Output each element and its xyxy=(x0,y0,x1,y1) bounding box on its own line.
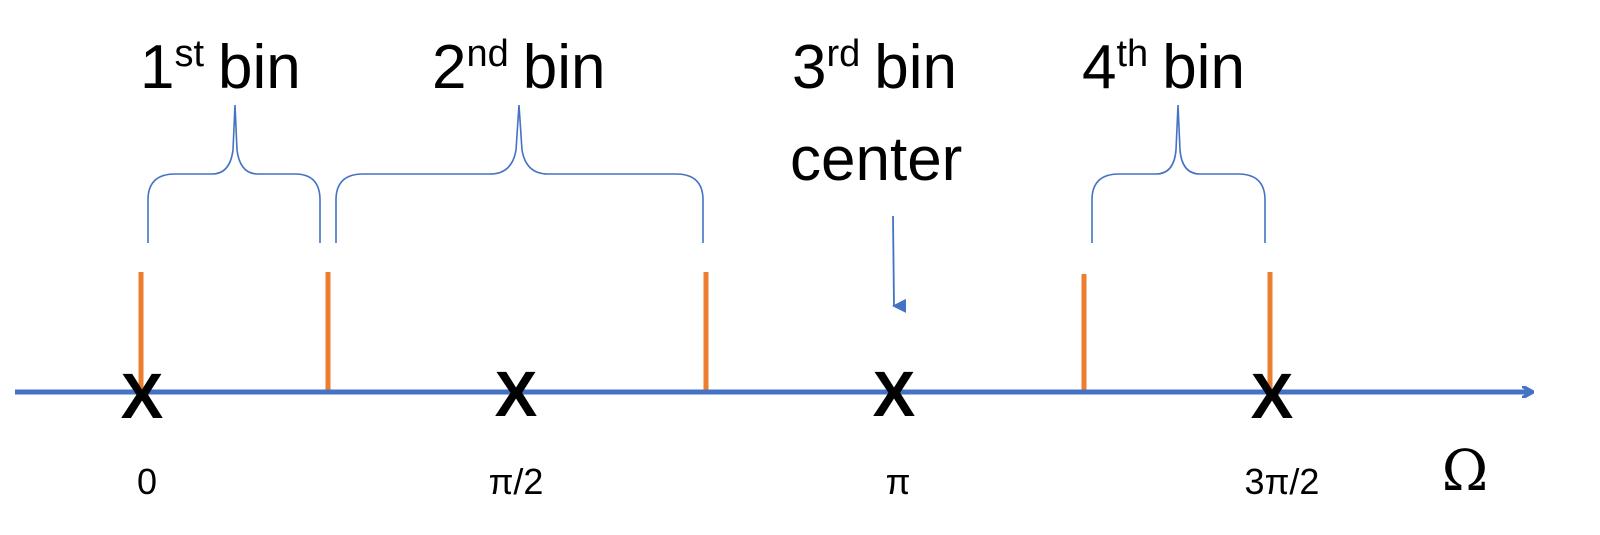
bin-2-brace xyxy=(335,104,704,243)
bin-3-sublabel: center xyxy=(790,125,962,194)
bin-4-brace xyxy=(1091,104,1266,243)
tick-label: π/2 xyxy=(489,461,544,502)
axis-symbol: Ω xyxy=(1442,439,1488,504)
bin-center-marker: X xyxy=(1251,360,1294,432)
bin-center-marker: X xyxy=(873,358,916,430)
tick-label: 0 xyxy=(137,461,157,502)
bin-3-center-arrow xyxy=(892,215,907,313)
tick-label: π xyxy=(886,461,911,502)
bin-center-marker: X xyxy=(121,360,164,432)
tick-label: 3π/2 xyxy=(1245,461,1320,502)
bin-1-brace xyxy=(147,104,321,243)
bin-center-marker: X xyxy=(495,358,538,430)
